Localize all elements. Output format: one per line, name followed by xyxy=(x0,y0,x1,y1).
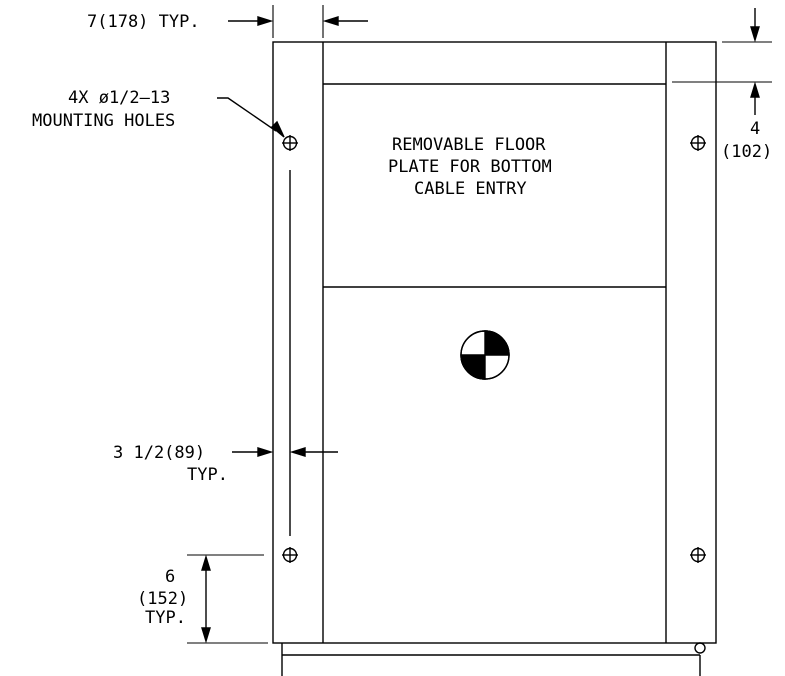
mounting-hole-bottom-right xyxy=(690,547,706,563)
cg-label: CG xyxy=(488,355,500,364)
label-left-inset-line2: TYP. xyxy=(187,465,228,485)
arrow-down-icon xyxy=(750,26,760,43)
arrow-right-icon xyxy=(257,16,274,26)
label-mounting-line1: 4X ø1/2–13 xyxy=(68,88,170,108)
mounting-hole-top-left xyxy=(282,135,298,151)
cg-symbol: CG xyxy=(460,330,510,380)
label-mounting-line2: MOUNTING HOLES xyxy=(32,111,175,131)
label-right-dim-line1: 4 xyxy=(750,119,760,139)
label-bottom-dim-line1: 6 xyxy=(165,567,175,587)
label-bottom-dim-line2: (152) xyxy=(137,589,188,609)
cabinet-outline xyxy=(272,41,717,644)
mounting-hole-top-right xyxy=(690,135,706,151)
label-typ-width: 7(178) TYP. xyxy=(87,12,200,32)
arrow-down-icon xyxy=(201,627,211,644)
arrow-right-icon xyxy=(257,447,274,457)
arrow-up-icon xyxy=(750,81,760,98)
arrow-left-icon xyxy=(289,447,306,457)
label-bottom-dim-line3: TYP. xyxy=(145,608,186,628)
arrow-down-right-icon xyxy=(270,120,285,138)
label-floor-line1: REMOVABLE FLOOR xyxy=(392,135,546,155)
label-floor-line3: CABLE ENTRY xyxy=(414,179,527,199)
mounting-hole-bottom-left xyxy=(282,547,298,563)
arrow-up-icon xyxy=(201,554,211,571)
arrow-left-icon xyxy=(322,16,339,26)
mounting-leader xyxy=(217,97,277,132)
label-left-inset-line1: 3 1/2(89) xyxy=(113,443,205,463)
label-floor-line2: PLATE FOR BOTTOM xyxy=(388,157,552,177)
label-right-dim-line2: (102) xyxy=(721,142,772,162)
caster-icon xyxy=(694,642,706,654)
